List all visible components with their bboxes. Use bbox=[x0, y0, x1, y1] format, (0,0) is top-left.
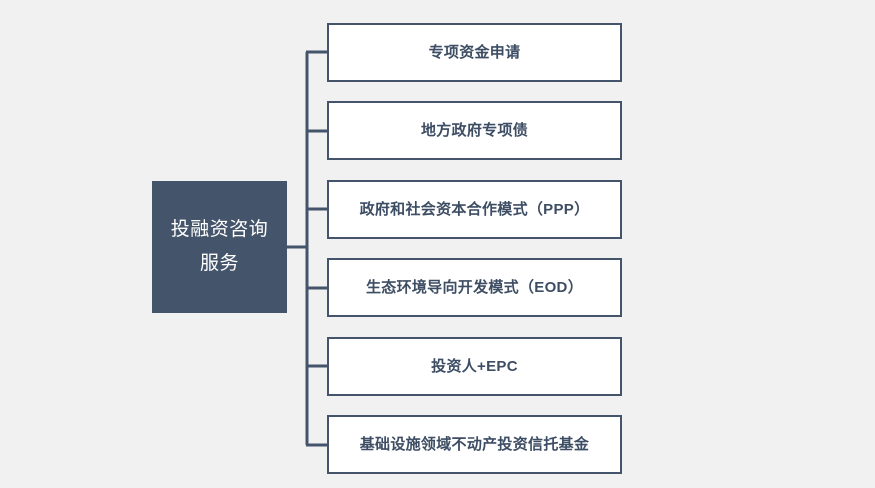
leaf-node-ppp-model[interactable]: 政府和社会资本合作模式（PPP） bbox=[327, 180, 622, 239]
leaf-node-eod-model[interactable]: 生态环境导向开发模式（EOD） bbox=[327, 258, 622, 317]
root-node-investment-financing-consulting[interactable]: 投融资咨询 服务 bbox=[152, 181, 287, 313]
root-node-label: 投融资咨询 服务 bbox=[170, 219, 269, 274]
leaf-node-label: 生态环境导向开发模式（EOD） bbox=[365, 278, 583, 296]
leaf-node-label: 投资人+EPC bbox=[431, 357, 518, 375]
leaf-node-infrastructure-reits[interactable]: 基础设施领域不动产投资信托基金 bbox=[327, 415, 622, 474]
leaf-node-local-government-special-bonds[interactable]: 地方政府专项债 bbox=[327, 101, 622, 160]
leaf-node-label: 专项资金申请 bbox=[428, 43, 521, 61]
leaf-node-label: 基础设施领域不动产投资信托基金 bbox=[359, 435, 590, 453]
leaf-node-label: 地方政府专项债 bbox=[420, 121, 529, 139]
leaf-node-investor-plus-epc[interactable]: 投资人+EPC bbox=[327, 337, 622, 396]
leaf-node-special-funds-application[interactable]: 专项资金申请 bbox=[327, 23, 622, 82]
leaf-node-label: 政府和社会资本合作模式（PPP） bbox=[359, 200, 590, 218]
